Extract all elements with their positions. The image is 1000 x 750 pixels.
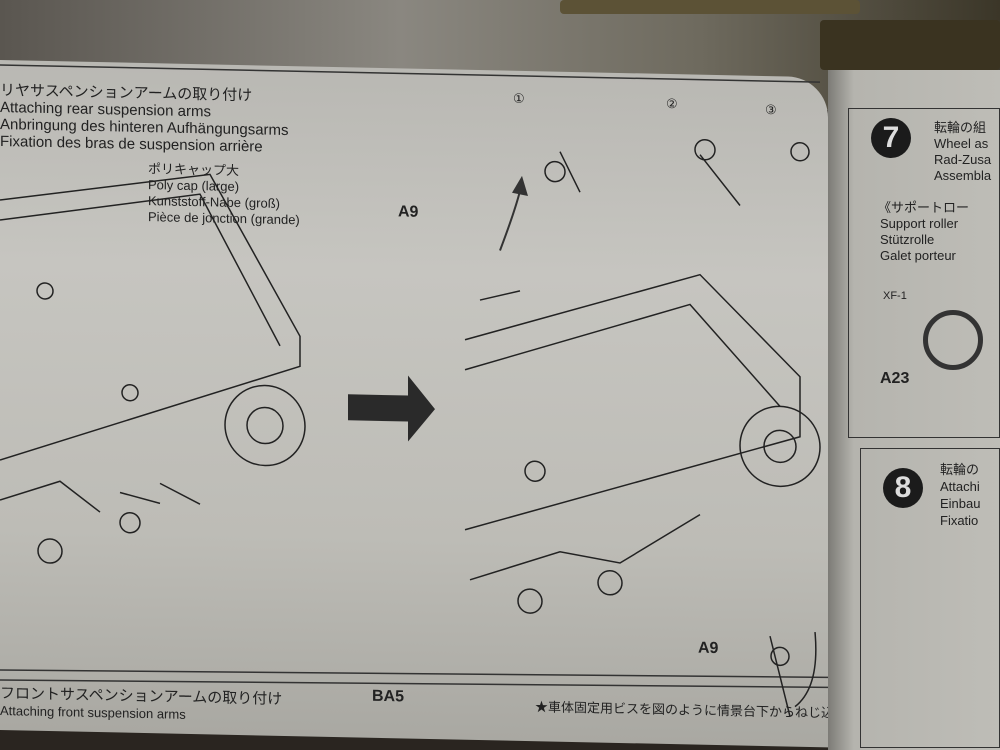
right-page: 7 転輪の組 Wheel as Rad-Zusa Assembla 《サポートロ… [828, 70, 1000, 750]
part-a23: A23 [880, 370, 910, 387]
hull-left [0, 173, 306, 564]
step7-sub-en: Support roller [880, 216, 959, 231]
step-marker-3: ③ [765, 102, 777, 118]
step7-title-de: Rad-Zusa [934, 152, 992, 167]
step7-title-en: Wheel as [934, 136, 989, 151]
hull-right [464, 139, 821, 717]
part-label-en: Poly cap (large) [148, 177, 240, 195]
rear-suspension-illustration [0, 64, 828, 717]
step7-sub-de: Stützrolle [880, 232, 935, 247]
step8-number: 8 [883, 468, 923, 508]
step7-number: 7 [871, 118, 911, 158]
part-ba5: BA5 [372, 687, 405, 706]
direction-arrow [348, 375, 435, 442]
step8-title-de: Einbau [940, 496, 981, 511]
part-label-fr: Pièce de jonction (grande) [148, 209, 300, 228]
step7-sub-jp: 《サポートロー [878, 200, 970, 215]
step-marker-1: ① [513, 90, 525, 106]
model-sprue [820, 20, 1000, 70]
step8-title-en: Attachi [940, 479, 980, 494]
part-a9-top: A9 [398, 203, 419, 221]
model-sprue [560, 0, 860, 14]
part-label-jp: ポリキャップ大 [148, 161, 240, 179]
part-label-de: Kunststoff-Nabe (groß) [148, 193, 280, 211]
instruction-page: リヤサスペンションアームの取り付け Attaching rear suspens… [0, 60, 847, 748]
part-a9-bottom: A9 [698, 639, 719, 658]
support-roller-wheel [923, 310, 983, 370]
step7-sub-fr: Galet porteur [880, 248, 956, 263]
step8-title-jp: 転輪の [940, 462, 980, 477]
step8-title-fr: Fixatio [940, 513, 979, 528]
paint-xf1: XF-1 [883, 290, 907, 302]
step-marker-2: ② [666, 95, 678, 112]
step7-title-fr: Assembla [934, 168, 992, 183]
step7-title-jp: 転輪の組 [934, 120, 987, 135]
